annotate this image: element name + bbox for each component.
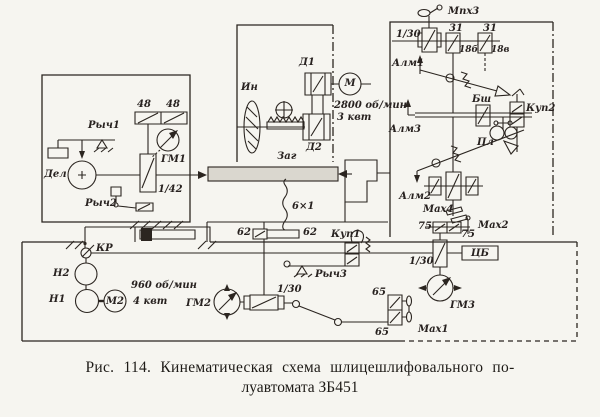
label-alm2: Алм2 (399, 191, 431, 202)
label-75a: 75 (418, 221, 432, 232)
label-m2: М2 (105, 296, 125, 307)
label-motor-m: М (344, 78, 356, 89)
label-bsh: Бш (472, 94, 492, 105)
kinematic-diagram (21, 4, 578, 342)
label-31b: 31 (483, 23, 497, 34)
label-rpm960: 960 об/мин (131, 280, 197, 291)
label-75b: 75 (461, 229, 475, 240)
machine-bed (21, 226, 578, 342)
label-alm3: Алм3 (389, 124, 421, 135)
label-48b: 48 (166, 99, 180, 110)
label-62b: 62 (303, 227, 317, 238)
label-48a: 48 (137, 99, 151, 110)
label-18b: 18б (459, 45, 479, 55)
label-gm3: ГМ3 (450, 300, 475, 311)
label-rych2: Рыч2 (85, 198, 117, 209)
label-max2: Мах2 (478, 220, 509, 231)
wheelhead-box (236, 24, 334, 162)
label-gm1: ГМ1 (161, 154, 186, 165)
motor-m (331, 72, 371, 96)
label-d1: Д1 (299, 57, 315, 68)
label-1-30-right: 1/30 (409, 256, 434, 267)
gm2-group (213, 222, 413, 327)
figure-caption: Рис. 114. Кинематическая схема шлицешлиф… (0, 359, 600, 397)
label-18v: 18в (491, 45, 510, 55)
label-rpm2800: 2800 об/мин (334, 100, 407, 111)
label-31a: 31 (449, 23, 463, 34)
label-kup2: Куп2 (526, 103, 556, 114)
label-62a: 62 (237, 227, 251, 238)
wheelhead-column-box (389, 4, 554, 302)
label-zag: Заг (277, 151, 297, 162)
label-in-wheel: Ин (241, 82, 258, 93)
label-rych1: Рыч1 (88, 120, 120, 131)
label-gm2: ГМ2 (186, 298, 211, 309)
label-n2: Н2 (53, 268, 70, 279)
label-cb: ЦБ (470, 248, 490, 259)
label-65b: 65 (375, 327, 389, 338)
headstock-box (41, 74, 207, 230)
label-1-30-top: 1/30 (396, 29, 421, 40)
label-1-30-bottom: 1/30 (277, 284, 302, 295)
label-65a: 65 (372, 287, 386, 298)
label-kup1: Куп1 (331, 229, 361, 240)
label-kw4: 4 квт (133, 296, 168, 307)
label-kr: КР (96, 243, 113, 254)
label-d2: Д2 (306, 142, 322, 153)
caption-line-2: луавтомата ЗБ451 (241, 379, 359, 396)
label-max1: Мах1 (418, 324, 449, 335)
label-del: Дел (44, 169, 67, 180)
workpiece-zone (206, 159, 390, 242)
label-alm1: Алм1 (392, 58, 424, 69)
label-mpx3: Мпх3 (448, 6, 480, 17)
label-6x1: 6×1 (292, 201, 315, 212)
pump-group (74, 241, 433, 314)
label-1-42: 1/42 (158, 184, 183, 195)
label-n1: Н1 (49, 294, 66, 305)
caption-line-1: Рис. 114. Кинематическая схема шлицешлиф… (85, 359, 515, 376)
label-pl: Пл (477, 137, 494, 148)
label-rych3: Рыч3 (315, 269, 347, 280)
label-max4: Мах4 (423, 204, 454, 215)
table-drive-group (252, 228, 371, 278)
label-kw3: 3 квт (337, 112, 372, 123)
